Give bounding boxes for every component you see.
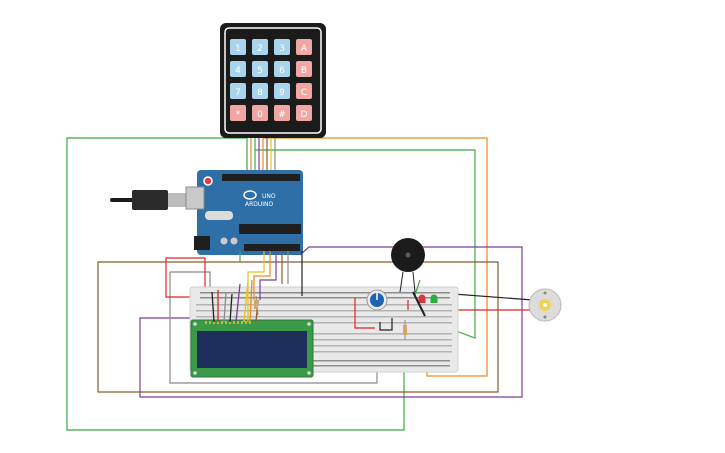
lcd-signal-wires[interactable]	[211, 279, 259, 323]
keypad-key-5[interactable]: 5	[252, 61, 268, 77]
keypad-key-8[interactable]: 8	[252, 83, 268, 99]
keypad-4x4[interactable]: 1 2 3 A 4 5 6 B 7 8 9 C * 0 # D	[220, 23, 326, 138]
piezo-buzzer[interactable]	[391, 238, 425, 293]
keypad-key-1[interactable]: 1	[230, 39, 246, 55]
resistor-1[interactable]	[403, 320, 407, 340]
keypad-key-label: #	[278, 110, 286, 120]
arduino-uno-board[interactable]: UNO ARDUINO	[185, 170, 303, 255]
keypad-key-b[interactable]: B	[296, 61, 312, 77]
keypad-key-hash[interactable]: #	[274, 105, 290, 121]
green-led[interactable]	[430, 294, 438, 304]
keypad-key-label: 0	[257, 110, 263, 120]
keypad-key-0[interactable]: 0	[252, 105, 268, 121]
arduino-logo-text: UNO	[262, 193, 276, 200]
lcd-display[interactable]	[190, 319, 314, 378]
keypad-key-label: D	[301, 110, 308, 120]
dc-motor[interactable]	[528, 288, 562, 322]
wire-green-outer	[66, 137, 405, 431]
keypad-key-label: 5	[257, 66, 263, 76]
keypad-key-label: A	[301, 44, 308, 54]
keypad-key-label: 8	[257, 88, 263, 98]
keypad-key-label: 6	[279, 66, 285, 76]
keypad-key-label: 3	[279, 44, 285, 54]
keypad-key-a[interactable]: A	[296, 39, 312, 55]
keypad-key-label: 4	[235, 66, 241, 76]
keypad-key-d[interactable]: D	[296, 105, 312, 121]
arduino-brand-text: ARDUINO	[245, 201, 274, 208]
wire-purple-right	[139, 246, 523, 398]
keypad-key-star[interactable]: *	[230, 105, 246, 121]
keypad-key-9[interactable]: 9	[274, 83, 290, 99]
keypad-key-3[interactable]: 3	[274, 39, 290, 55]
keypad-key-label: *	[236, 110, 241, 120]
wire-brown	[97, 261, 499, 393]
keypad-key-label: 9	[279, 88, 285, 98]
potentiometer-knob[interactable]	[366, 289, 388, 311]
wires[interactable]	[66, 137, 534, 431]
keypad-key-2[interactable]: 2	[252, 39, 268, 55]
keypad-key-4[interactable]: 4	[230, 61, 246, 77]
keypad-key-label: B	[301, 66, 307, 76]
keypad-key-label: 1	[235, 44, 241, 54]
resistor-2[interactable]	[254, 295, 259, 316]
red-led[interactable]	[418, 294, 426, 304]
keypad-key-7[interactable]: 7	[230, 83, 246, 99]
keypad-key-c[interactable]: C	[296, 83, 312, 99]
breadboard-jumpers[interactable]	[354, 279, 421, 331]
slide-switch-lever[interactable]	[412, 291, 426, 317]
usb-cable[interactable]	[110, 190, 186, 210]
keypad-key-label: C	[301, 88, 307, 98]
keypad-key-label: 7	[235, 88, 241, 98]
arduino-output-wires[interactable]	[239, 251, 303, 322]
keypad-key-label: 2	[257, 44, 263, 54]
keypad-key-6[interactable]: 6	[274, 61, 290, 77]
